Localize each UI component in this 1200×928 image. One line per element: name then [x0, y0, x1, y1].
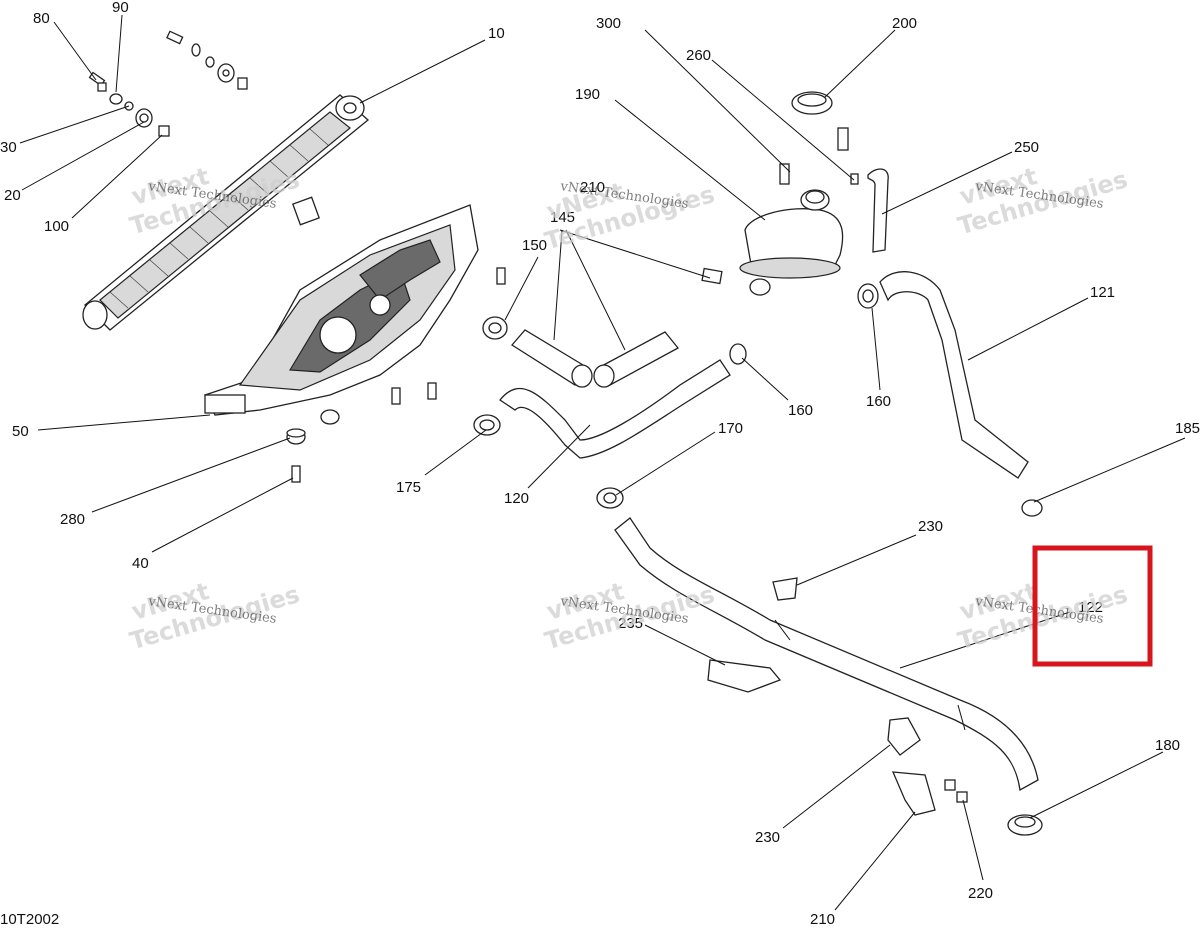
coolant-hose-121[interactable] [879, 271, 1029, 479]
callout-90: 90 [112, 0, 129, 16]
callout-120: 120 [504, 490, 529, 507]
hose-clamp-150[interactable] [482, 316, 508, 340]
callout-185: 185 [1175, 420, 1200, 437]
callout-122: 122 [1078, 599, 1103, 616]
hose-clamp-170[interactable] [596, 487, 624, 509]
hose-clamp-175[interactable] [473, 414, 501, 436]
bracket-210[interactable] [891, 771, 936, 816]
callout-145: 145 [550, 209, 575, 226]
diagram-id: 10T2002 [0, 911, 59, 928]
callout-280: 280 [60, 511, 85, 528]
callout-180: 180 [1155, 737, 1180, 754]
coolant-reservoir[interactable] [701, 189, 844, 296]
fan-shroud[interactable] [204, 204, 479, 416]
hose-sleeve-145[interactable] [511, 329, 679, 388]
callout-210-bottom: 210 [810, 911, 835, 928]
mount-hardware[interactable] [286, 267, 506, 483]
fasteners-top[interactable] [88, 30, 248, 137]
hose-clamp-180[interactable] [1007, 814, 1043, 836]
callout-121: 121 [1090, 284, 1115, 301]
callout-260: 260 [686, 47, 711, 64]
callout-150: 150 [522, 237, 547, 254]
callout-235: 235 [618, 615, 643, 632]
hose-clamp-185[interactable] [1021, 499, 1043, 517]
callout-200: 200 [892, 15, 917, 32]
coolant-hose-122[interactable] [614, 517, 1039, 792]
callout-40: 40 [132, 555, 149, 572]
callout-20: 20 [4, 187, 21, 204]
callout-250: 250 [1014, 139, 1039, 156]
callout-230-upper: 230 [918, 518, 943, 535]
highlight-box-122 [1032, 545, 1153, 667]
callout-175: 175 [396, 479, 421, 496]
hose-clip-230-lower[interactable] [887, 717, 921, 756]
reservoir-screws[interactable] [779, 127, 859, 185]
breather-hose[interactable] [867, 168, 889, 253]
callout-160-left: 160 [788, 402, 813, 419]
callout-230-lower: 230 [755, 829, 780, 846]
callout-100: 100 [44, 218, 69, 235]
callout-170: 170 [718, 420, 743, 437]
callout-190: 190 [575, 86, 600, 103]
hose-clamp-160-right[interactable] [857, 283, 879, 309]
callout-80: 80 [33, 10, 50, 27]
bracket-235[interactable] [707, 659, 782, 693]
callout-210-top: 210 [580, 179, 605, 196]
callout-50: 50 [12, 423, 29, 440]
coolant-hose-120[interactable] [499, 359, 731, 459]
callout-10: 10 [488, 25, 505, 42]
leader-lines [19, 14, 1186, 911]
callout-160-right: 160 [866, 393, 891, 410]
reservoir-cap[interactable] [791, 91, 833, 115]
callout-30: 30 [0, 139, 17, 156]
hose-clamp-160-left[interactable] [729, 343, 747, 365]
callout-220: 220 [968, 885, 993, 902]
callout-300: 300 [596, 15, 621, 32]
nuts-220[interactable] [944, 779, 968, 803]
hose-clip-230-upper[interactable] [772, 577, 798, 601]
radiator[interactable] [82, 94, 370, 331]
